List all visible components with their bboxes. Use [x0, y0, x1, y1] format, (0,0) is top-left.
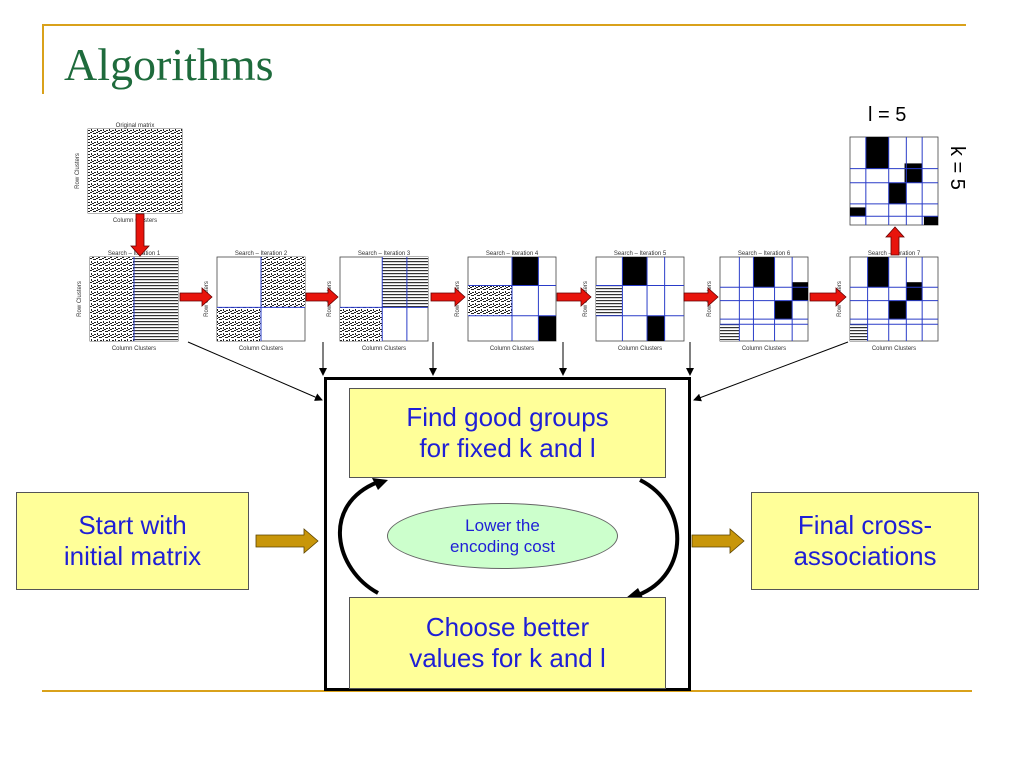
red-arrow-4: [556, 287, 592, 307]
iteration-7-matrix-xlabel: Column Clusters: [872, 346, 916, 352]
iteration-6-matrix-title: Search – Iteration 6: [738, 251, 791, 257]
iteration-3-matrix-title: Search – Iteration 3: [358, 251, 411, 257]
final-matrix: [849, 136, 939, 226]
red-arrow-3: [430, 287, 466, 307]
loop-arrow-right: [637, 478, 680, 597]
iteration-7-matrix-block-0: [850, 324, 868, 341]
iteration-7-matrix-block-3: [888, 300, 907, 320]
iteration-1-matrix-title: Search – Iteration 1: [108, 251, 161, 257]
iteration-6-matrix-block-2: [792, 282, 808, 301]
iteration-5-matrix-block-1: [622, 257, 648, 286]
choose-values-box: Choose better values for k and l: [349, 597, 666, 689]
red-arrow-6: [809, 287, 847, 307]
original-matrix-xlabel: Column Clusters: [113, 218, 157, 224]
lower-cost-text: Lower the encoding cost: [450, 515, 555, 556]
iteration-2-matrix-block-0: [261, 257, 305, 308]
start-text: Start with initial matrix: [63, 509, 202, 571]
k-value-label: k = 5: [946, 146, 968, 190]
final-matrix-block-4: [923, 216, 938, 225]
iteration-2-matrix-xlabel: Column Clusters: [239, 346, 283, 352]
iteration-1-matrix-xlabel: Column Clusters: [112, 346, 156, 352]
top-rule: [42, 24, 966, 26]
lower-cost-ellipse: Lower the encoding cost: [387, 503, 618, 569]
slide-title: Algorithms: [64, 39, 274, 90]
original-matrix-title: Original matrix: [116, 123, 155, 129]
iteration-6-matrix-xlabel: Column Clusters: [742, 346, 786, 352]
iteration-3-matrix-xlabel: Column Clusters: [362, 346, 406, 352]
start-box: Start with initial matrix: [16, 492, 249, 590]
iteration-3-matrix-block-1: [340, 307, 383, 341]
l-value-label: l = 5: [868, 104, 907, 126]
iteration-4-matrix-title: Search – Iteration 4: [486, 251, 539, 257]
red-arrow-up: [885, 226, 905, 256]
iteration-2-matrix-block-1: [217, 307, 261, 341]
iteration-4-matrix-block-0: [468, 285, 512, 316]
iteration-6-matrix-block-3: [774, 300, 793, 320]
red-arrow-down: [130, 213, 150, 257]
red-arrow-5: [683, 287, 719, 307]
link-arrow-6: [693, 341, 849, 402]
iteration-4-matrix-xlabel: Column Clusters: [490, 346, 534, 352]
choose-values-text: Choose better values for k and l: [409, 611, 606, 673]
red-arrow-2: [305, 287, 339, 307]
final-matrix-block-3: [850, 207, 866, 217]
iteration-5-matrix-xlabel: Column Clusters: [618, 346, 662, 352]
bottom-rule: [42, 690, 972, 692]
iteration-3-matrix-block-0: [382, 257, 428, 308]
iteration-5-matrix-block-2: [647, 315, 665, 341]
original-matrix-ylabel: Row Clusters: [75, 153, 81, 189]
iteration-1-matrix: Search – Iteration 1 Column Clusters Row C…: [77, 251, 179, 352]
find-groups-text: Find good groups for fixed k and l: [406, 401, 609, 463]
loop-arrow-left: [338, 480, 379, 595]
final-matrix-block-2: [888, 182, 907, 204]
loop-to-final-arrow: [691, 528, 745, 554]
iteration-7-matrix-block-2: [906, 282, 923, 301]
start-to-loop-arrow: [255, 528, 319, 554]
final-text: Final cross- associations: [793, 509, 937, 571]
iteration-7-matrix-block-1: [867, 257, 889, 288]
iteration-4-matrix-block-2: [538, 315, 556, 341]
iteration-1-matrix-block-0: [90, 257, 134, 341]
final-matrix-block-1: [904, 163, 923, 183]
iteration-1-matrix-ylabel: Row Clusters: [77, 281, 83, 317]
iteration-5-matrix-title: Search – Iteration 5: [614, 251, 667, 257]
red-arrow-1: [179, 287, 213, 307]
iteration-2-matrix-title: Search – Iteration 2: [235, 251, 288, 257]
iteration-6-matrix-block-0: [720, 324, 740, 341]
link-arrow-1: [187, 341, 323, 401]
iteration-6-matrix-block-1: [753, 257, 775, 288]
left-rule: [42, 24, 44, 94]
loop-arrow-left-head: [372, 478, 388, 490]
iteration-1-matrix-block-1: [134, 257, 178, 341]
final-box: Final cross- associations: [751, 492, 979, 590]
final-matrix-block-0: [865, 137, 889, 169]
iteration-4-matrix-block-1: [512, 257, 539, 286]
find-groups-box: Find good groups for fixed k and l: [349, 388, 666, 478]
main-loop-frame: [324, 377, 691, 691]
iteration-5-matrix-block-0: [596, 285, 623, 316]
original-matrix-block-0: [88, 129, 182, 213]
